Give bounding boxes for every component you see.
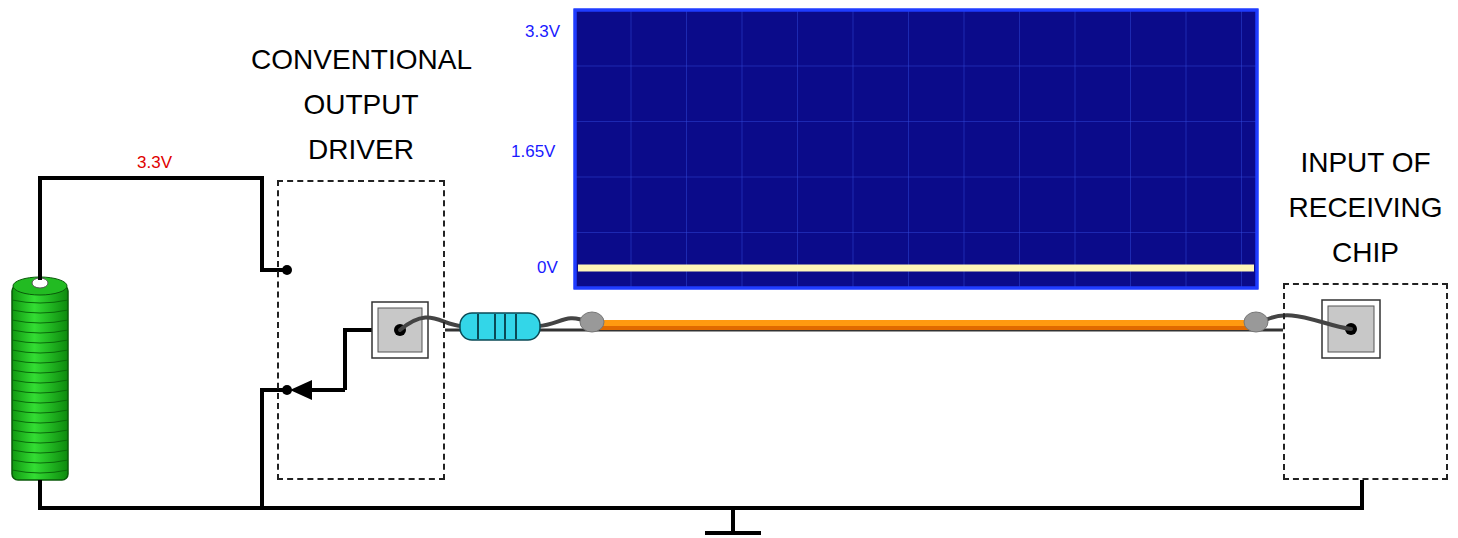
chip-heading: INPUT OF RECEIVING CHIP (1288, 140, 1442, 275)
battery-band (12, 370, 68, 373)
scope-scale: 3.3V (525, 22, 560, 42)
battery-band (12, 390, 68, 393)
battery-band (12, 330, 68, 333)
chip-heading: CONVENTIONAL OUTPUT DRIVER (251, 37, 471, 172)
battery-band (12, 420, 68, 423)
scope-screen (575, 10, 1257, 288)
ground-symbol (705, 531, 761, 535)
battery-band (12, 410, 68, 413)
battery-band (12, 340, 68, 343)
battery-band (12, 460, 68, 463)
battery-band (12, 450, 68, 453)
battery-band (12, 430, 68, 433)
supply-voltage: 3.3V (137, 153, 172, 173)
battery-band (12, 300, 68, 303)
battery-band (12, 360, 68, 363)
chip-boundary: CONVENTIONAL OUTPUT DRIVER (277, 180, 445, 480)
battery-symbol (12, 277, 68, 480)
scope-scale: 1.65V (511, 142, 555, 162)
scope-scale: 0V (537, 258, 558, 278)
battery-band (12, 440, 68, 443)
battery-band (12, 310, 68, 313)
battery-band (12, 400, 68, 403)
chip-boundary: INPUT OF RECEIVING CHIP (1283, 283, 1448, 480)
battery-band (12, 470, 68, 473)
resistor-symbol (460, 313, 540, 340)
lead-wires (400, 315, 1351, 330)
battery-band (12, 380, 68, 383)
scope-trace (578, 265, 1254, 272)
battery-band (12, 350, 68, 353)
battery-band (12, 320, 68, 323)
transmission-line (580, 312, 1268, 332)
supply-wires (40, 178, 1362, 533)
